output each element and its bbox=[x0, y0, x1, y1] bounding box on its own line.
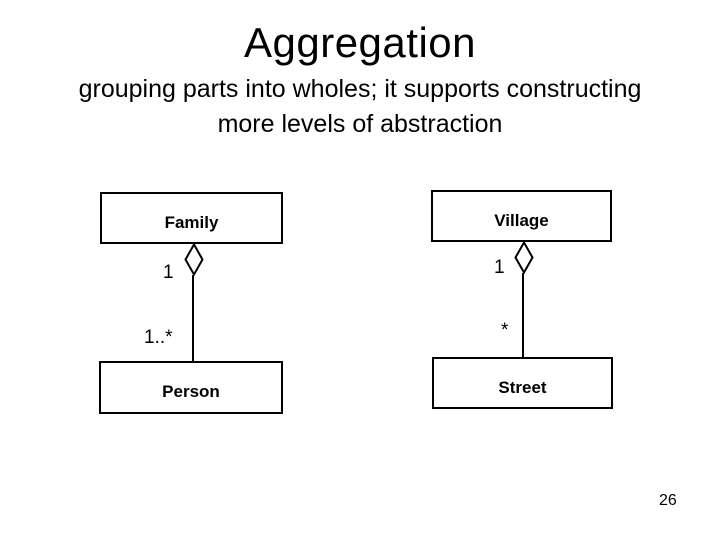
class-name-label: Person bbox=[162, 382, 220, 401]
class-box-family: Family bbox=[100, 192, 283, 244]
association-line bbox=[522, 273, 524, 357]
subtitle-line-1: grouping parts into wholes; it supports … bbox=[78, 75, 642, 103]
class-box-street: Street bbox=[432, 357, 613, 409]
association-line bbox=[192, 275, 194, 362]
class-box-person: Person bbox=[99, 361, 283, 414]
class-box-village: Village bbox=[431, 190, 612, 242]
multiplicity-whole-label: 1 bbox=[163, 262, 174, 283]
multiplicity-part-label: * bbox=[501, 320, 509, 341]
aggregation-diamond-icon bbox=[184, 243, 204, 276]
multiplicity-whole-label: 1 bbox=[494, 257, 505, 278]
slide-subtitle: grouping parts into wholes; it supports … bbox=[0, 72, 720, 142]
aggregation-diamond-icon bbox=[514, 241, 534, 274]
subtitle-line-2: more levels of abstraction bbox=[217, 110, 503, 138]
class-name-label: Village bbox=[494, 210, 549, 230]
page-title: Aggregation bbox=[243, 19, 476, 66]
page-number: 26 bbox=[659, 492, 677, 509]
class-name-label: Family bbox=[164, 212, 219, 232]
class-name-label: Street bbox=[498, 377, 547, 397]
multiplicity-part-label: 1..* bbox=[144, 327, 173, 348]
